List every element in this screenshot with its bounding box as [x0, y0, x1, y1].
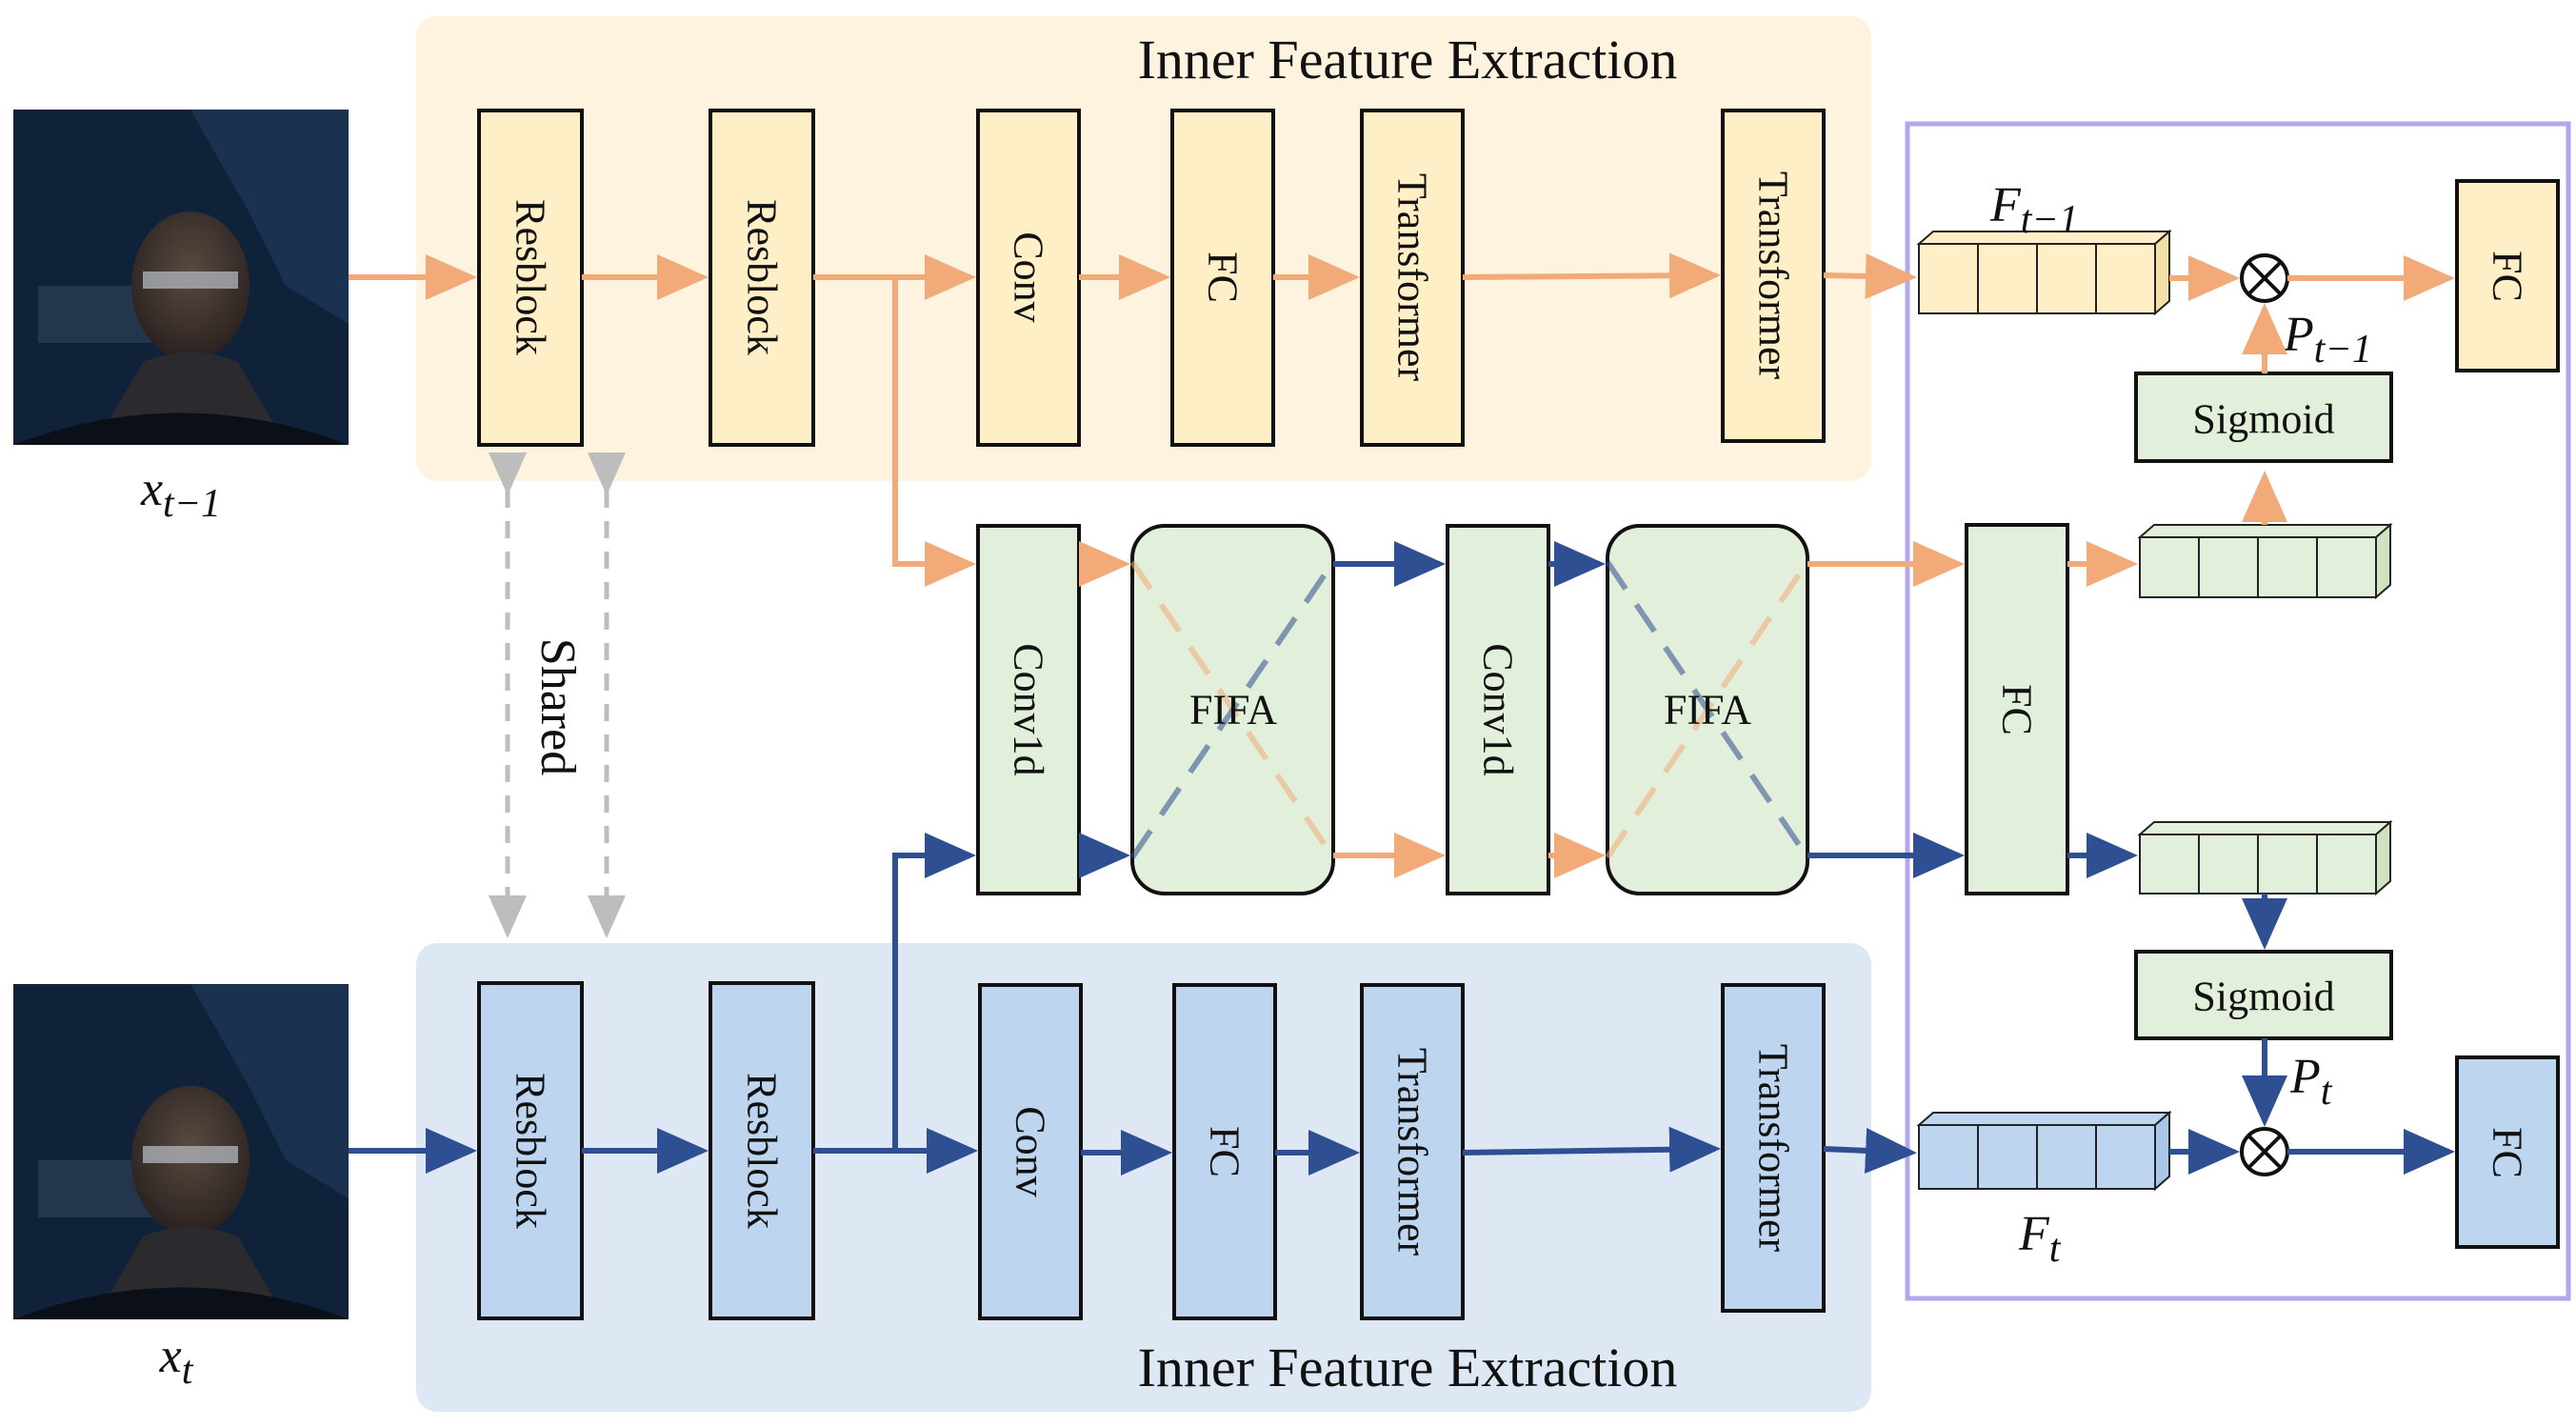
middle-fifa-1: FIFA — [1129, 524, 1336, 895]
svg-text:FIFA: FIFA — [1664, 687, 1751, 734]
top-transformer-2: Transformer — [1721, 109, 1826, 443]
input-label-t: xt — [159, 1329, 194, 1393]
fusion-panel — [1905, 121, 2571, 1301]
svg-text:Conv: Conv — [1006, 231, 1052, 322]
feature-tensor-mid-top — [2137, 522, 2393, 600]
shared-weights-indicator — [489, 452, 626, 938]
feature-tensor-bottom — [1916, 1110, 2172, 1192]
svg-text:Conv1d: Conv1d — [1475, 643, 1522, 775]
bottom-panel-title: Inner Feature Extraction — [1138, 1337, 1678, 1398]
svg-text:FC: FC — [2485, 1127, 2531, 1178]
orange-flow-arrows — [349, 252, 2455, 878]
svg-text:Resblock: Resblock — [739, 1073, 786, 1229]
bottom-conv: Conv — [978, 983, 1083, 1320]
label-f-t-minus-1: Ft−1 — [1989, 178, 2079, 242]
svg-text:FIFA: FIFA — [1189, 687, 1277, 734]
feature-tensor-top — [1916, 229, 2172, 316]
top-panel-title: Inner Feature Extraction — [1138, 29, 1678, 90]
svg-text:FC: FC — [1994, 684, 2041, 735]
svg-text:Conv1d: Conv1d — [1006, 643, 1052, 775]
svg-text:Resblock: Resblock — [508, 199, 554, 355]
top-resblock-2: Resblock — [709, 109, 815, 447]
input-image-t — [13, 984, 349, 1319]
svg-text:FC: FC — [1200, 251, 1247, 303]
svg-text:Sigmoid: Sigmoid — [2192, 974, 2334, 1020]
top-conv: Conv — [976, 109, 1081, 447]
sigmoid-top: Sigmoid — [2134, 372, 2393, 463]
multiply-top — [2240, 253, 2289, 303]
top-transformer-1: Transformer — [1360, 109, 1465, 447]
svg-text:Transformer: Transformer — [1389, 1048, 1436, 1256]
svg-text:Transformer: Transformer — [1750, 1044, 1797, 1253]
svg-text:Conv: Conv — [1008, 1106, 1054, 1196]
bottom-resblock-1: Resblock — [477, 981, 584, 1320]
bottom-fc: FC — [1172, 983, 1277, 1320]
top-fc: FC — [1170, 109, 1275, 447]
bottom-transformer-2: Transformer — [1721, 983, 1826, 1313]
bottom-transformer-1: Transformer — [1360, 983, 1465, 1320]
feature-tensor-mid-bottom — [2137, 819, 2393, 896]
middle-fc: FC — [1965, 523, 2069, 895]
blue-flow-arrows — [349, 541, 2455, 1176]
svg-text:Resblock: Resblock — [739, 199, 786, 355]
output-fc-top: FC — [2455, 179, 2560, 372]
svg-text:Sigmoid: Sigmoid — [2192, 396, 2334, 443]
svg-text:Resblock: Resblock — [508, 1073, 554, 1229]
bottom-resblock-2: Resblock — [709, 981, 815, 1320]
label-p-t-minus-1: Pt−1 — [2283, 308, 2372, 372]
output-fc-bottom: FC — [2455, 1055, 2560, 1249]
svg-text:FC: FC — [2485, 251, 2531, 302]
label-f-t: Ft — [2018, 1207, 2062, 1271]
svg-text:FC: FC — [1202, 1126, 1248, 1177]
svg-text:Transformer: Transformer — [1750, 171, 1797, 380]
middle-conv1d-2: Conv1d — [1446, 524, 1550, 895]
shared-label: Shared — [530, 638, 585, 775]
top-resblock-1: Resblock — [477, 109, 584, 447]
label-p-t: Pt — [2289, 1050, 2333, 1114]
input-label-t-minus-1: xt−1 — [140, 462, 221, 526]
sigmoid-bottom: Sigmoid — [2134, 950, 2393, 1040]
input-image-t-minus-1 — [13, 110, 349, 445]
middle-fifa-2: FIFA — [1605, 524, 1810, 895]
middle-conv1d-1: Conv1d — [976, 524, 1081, 895]
multiply-bottom — [2240, 1127, 2289, 1176]
svg-text:Transformer: Transformer — [1389, 173, 1436, 382]
